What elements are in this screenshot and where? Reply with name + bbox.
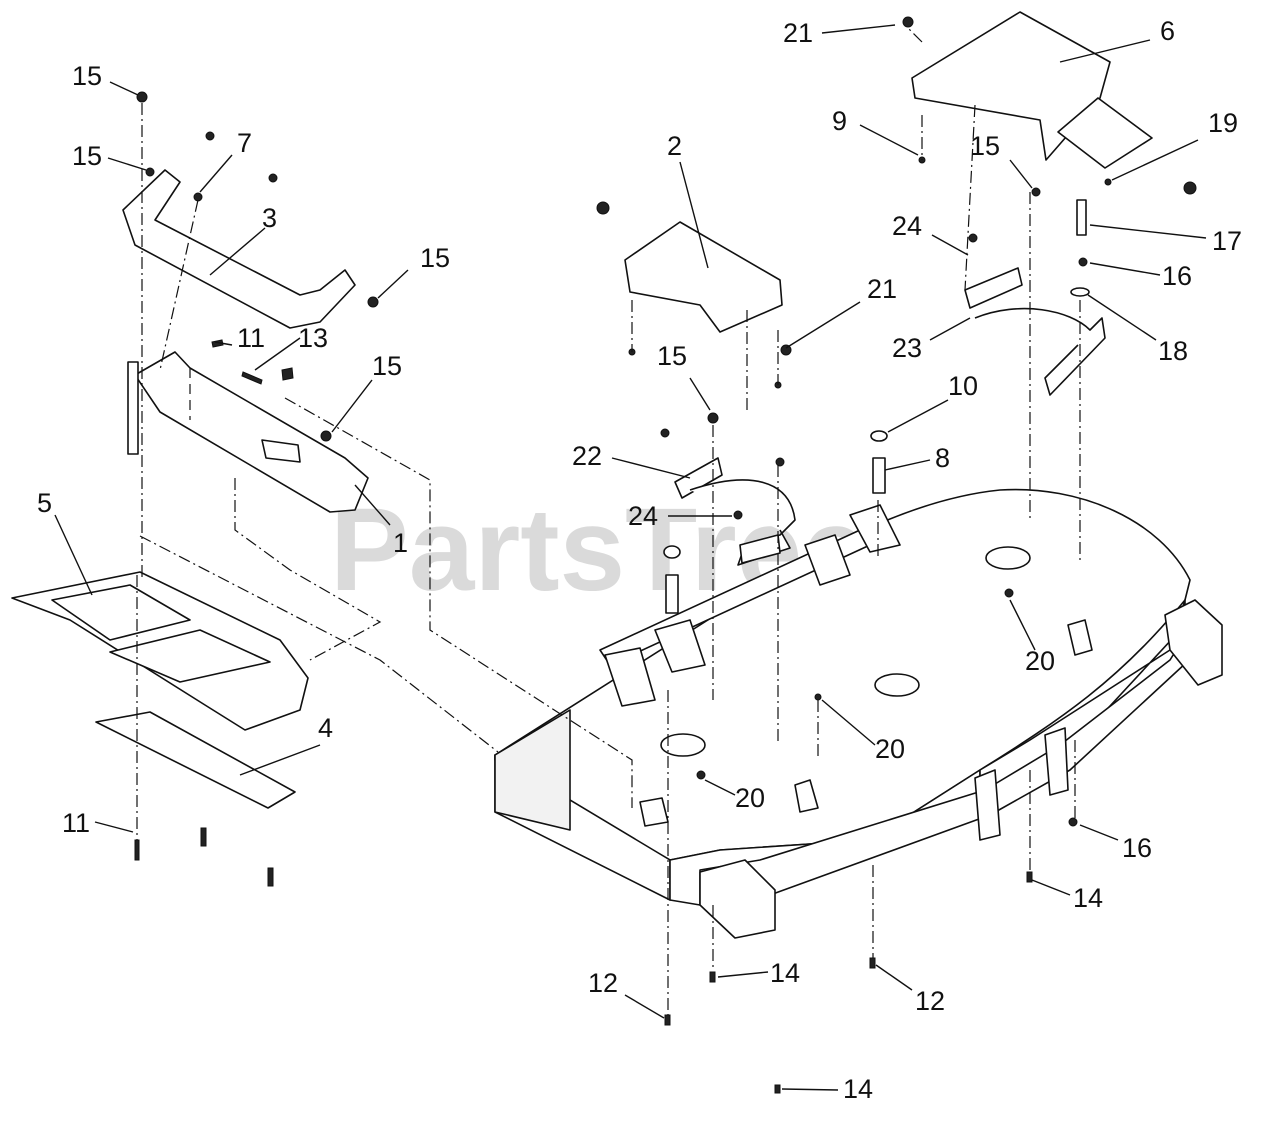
callout-12: 12	[588, 968, 618, 998]
assembly-lines	[136, 27, 1081, 1015]
callout-14: 14	[843, 1074, 873, 1104]
mower-deck	[494, 488, 1223, 939]
callout-16: 16	[1162, 261, 1192, 291]
callout-15: 15	[420, 243, 450, 273]
callout-21: 21	[783, 18, 813, 48]
callout-17: 17	[1212, 226, 1242, 256]
callout-9: 9	[832, 106, 847, 136]
callout-19: 19	[1208, 108, 1238, 138]
callout-21: 21	[867, 274, 897, 304]
callout-labels: 15 15 7 3 11 13 15 15 1 5 4 11 2 21 15 2…	[37, 16, 1242, 1104]
part-1-pivot-assembly	[127, 351, 369, 513]
callout-13: 13	[298, 323, 328, 353]
callout-14: 14	[1073, 883, 1103, 913]
callout-2: 2	[667, 131, 682, 161]
callout-20: 20	[735, 783, 765, 813]
callout-4: 4	[318, 713, 333, 743]
part-2-cover	[624, 221, 783, 333]
callout-16: 16	[1122, 833, 1152, 863]
callout-15: 15	[72, 61, 102, 91]
part-5-footplate	[11, 571, 309, 731]
callout-7: 7	[237, 128, 252, 158]
callout-23: 23	[892, 333, 922, 363]
callout-20: 20	[875, 734, 905, 764]
callout-12: 12	[915, 986, 945, 1016]
leader-lines	[54, 24, 1207, 1091]
callout-15: 15	[372, 351, 402, 381]
callout-20: 20	[1025, 646, 1055, 676]
callout-22: 22	[572, 441, 602, 471]
callout-15: 15	[970, 131, 1000, 161]
callout-15: 15	[657, 341, 687, 371]
part-4-plate	[95, 711, 296, 809]
callout-18: 18	[1158, 336, 1188, 366]
callout-24: 24	[628, 501, 658, 531]
part-8-spacer-posts	[663, 199, 1090, 614]
callout-10: 10	[948, 371, 978, 401]
callout-11: 11	[62, 808, 90, 838]
callout-3: 3	[262, 203, 277, 233]
callout-6: 6	[1160, 16, 1175, 46]
callout-1: 1	[393, 528, 408, 558]
callout-11: 11	[237, 323, 265, 353]
part-6-cover	[911, 11, 1153, 169]
part-3-bracket	[122, 169, 356, 329]
callout-8: 8	[935, 443, 950, 473]
hardware-fasteners	[134, 16, 1197, 1094]
callout-24: 24	[892, 211, 922, 241]
callout-15: 15	[72, 141, 102, 171]
callout-5: 5	[37, 488, 52, 518]
part-22-23-baffles	[674, 267, 1106, 566]
callout-14: 14	[770, 958, 800, 988]
